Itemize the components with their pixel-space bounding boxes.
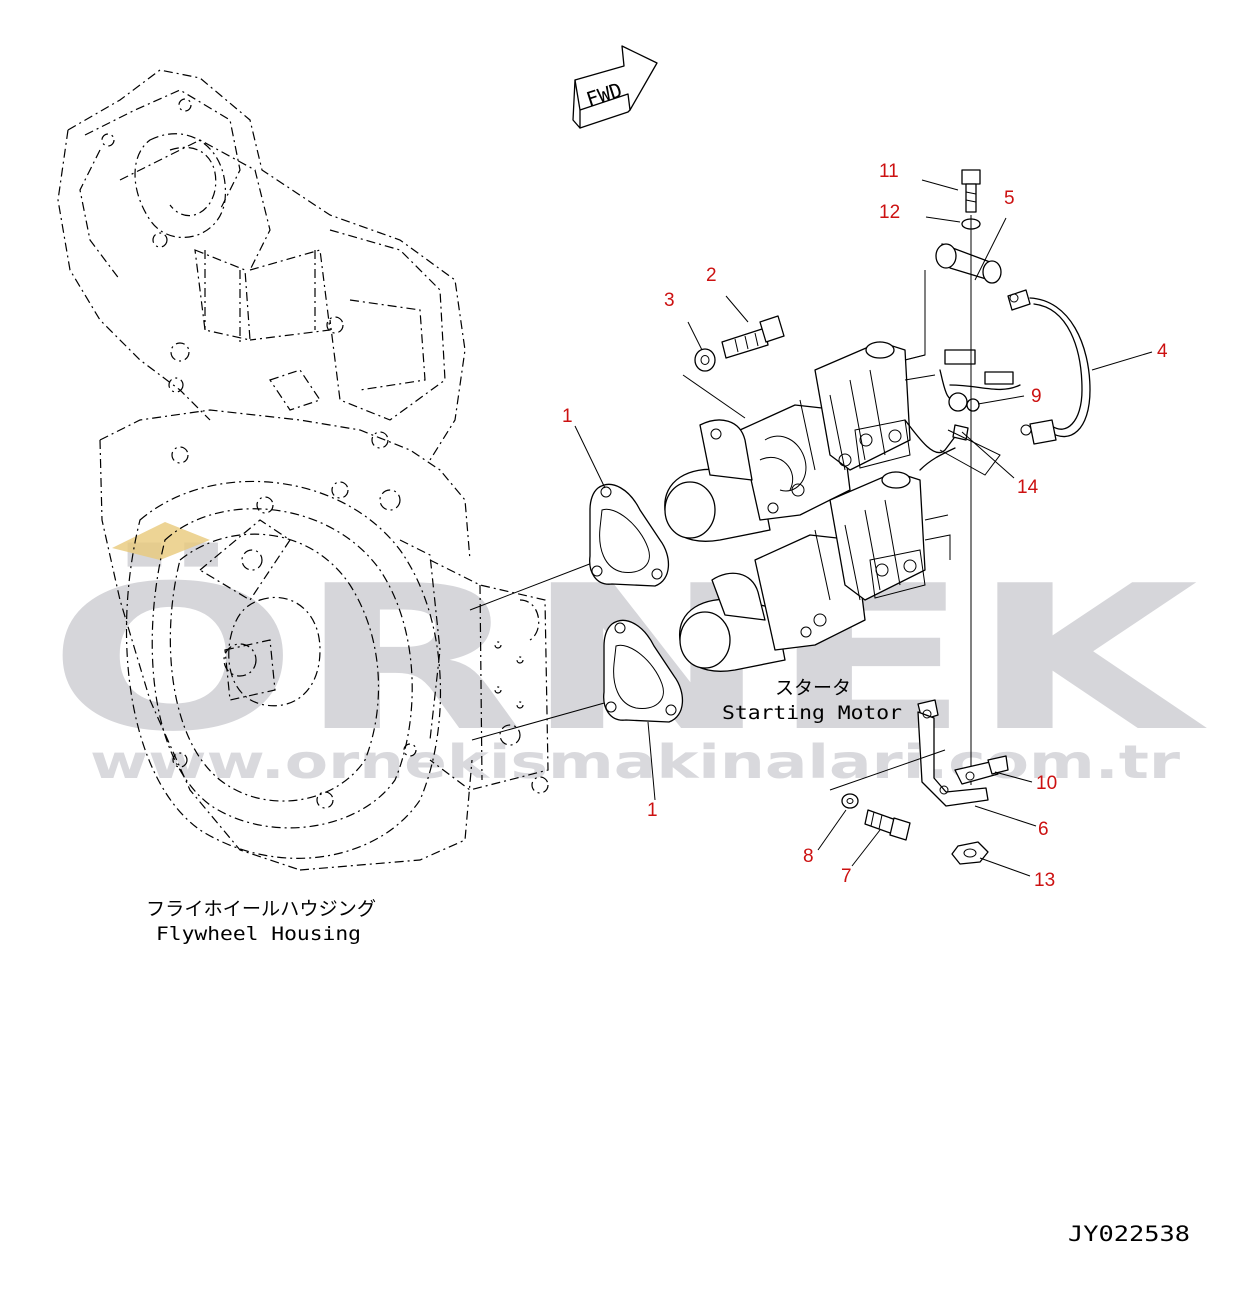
- washer-3: [694, 348, 716, 372]
- flywheel-housing-label-jp: フライホイールハウジング: [146, 898, 376, 920]
- callout-6: 6: [1038, 819, 1049, 840]
- callout-4: 4: [1157, 341, 1168, 362]
- callout-9: 9: [1031, 386, 1042, 407]
- callout-13: 13: [1034, 870, 1055, 891]
- bracket-6: [917, 699, 989, 807]
- callout-8: 8: [803, 846, 814, 867]
- washer-8: [841, 793, 859, 809]
- bolt-2: [721, 315, 785, 359]
- cable-4: [1007, 289, 1091, 445]
- callout-12: 12: [879, 202, 900, 223]
- nut-13: [951, 841, 989, 865]
- callout-2: 2: [706, 265, 717, 286]
- bracket-leader-line: [829, 749, 946, 791]
- gasket-lower: [603, 619, 684, 723]
- starting-motor-label-en: Starting Motor: [722, 702, 902, 724]
- watermark-accent: [112, 522, 210, 560]
- bolt-11: [961, 169, 981, 213]
- starter-motor-lower: [679, 471, 951, 672]
- callout-11: 11: [879, 161, 899, 182]
- fwd-arrow: FWD: [572, 45, 658, 129]
- bolt-leader-line: [682, 374, 746, 419]
- gasket-leader-upper: [469, 559, 601, 611]
- flywheel-housing-label-en: Flywheel Housing: [156, 923, 361, 945]
- drawing-number: JY022538: [1068, 1222, 1190, 1246]
- component-labels: スタータ Starting Motor フライホイールハウジング Flywhee…: [146, 677, 1190, 1246]
- gasket-leader-lower: [471, 699, 616, 741]
- gasket-upper: [589, 483, 670, 587]
- callout-10: 10: [1036, 773, 1057, 794]
- callout-14: 14: [1017, 477, 1039, 498]
- starter-harness: [904, 349, 1021, 476]
- callout-leaders: [574, 179, 1153, 877]
- callout-1-lower: 1: [647, 800, 658, 821]
- bolt-7: [864, 809, 911, 841]
- callout-1-upper: 1: [562, 406, 573, 427]
- terminal-10: [954, 755, 1009, 785]
- terminal-cover-5: [935, 243, 1002, 284]
- watermark-url: www.ornekismakinalari.com.tr: [90, 735, 1180, 789]
- callout-5: 5: [1004, 188, 1015, 209]
- cover-leader-line: [904, 270, 926, 361]
- starting-motor-label-jp: スタータ: [775, 677, 851, 699]
- callout-7: 7: [841, 866, 852, 887]
- callout-numbers: 11 12 5 2 3 4 9 14 1 1 10 6 8 7 13: [562, 161, 1168, 891]
- flywheel-housing: [57, 69, 549, 871]
- starter-motor-upper: [664, 341, 936, 542]
- fwd-label: FWD: [583, 78, 625, 112]
- callout-3: 3: [664, 290, 675, 311]
